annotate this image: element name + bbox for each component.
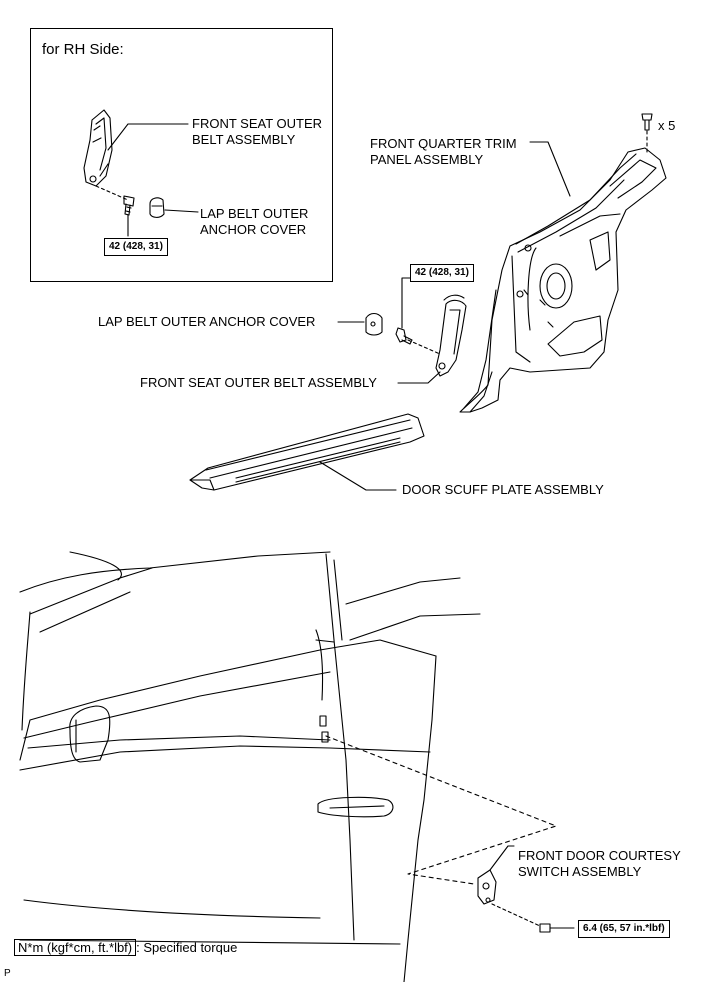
switch-screw-dashed <box>491 903 541 927</box>
rh-belt-label-line1: FRONT SEAT OUTER <box>192 116 323 131</box>
inset-title: for RH Side: <box>42 41 124 58</box>
rh-bolt-part <box>123 195 135 216</box>
belt-torque-leader <box>401 277 411 329</box>
rh-belt-label-line2: BELT ASSEMBLY <box>192 132 296 147</box>
front-belt-assembly-part <box>435 294 467 377</box>
courtesy-switch-part <box>477 869 497 905</box>
front-belt-dashed <box>407 339 441 355</box>
lap-cover-label: LAP BELT OUTER ANCHOR COVER <box>98 314 316 329</box>
switch-screw-part <box>539 923 575 933</box>
courtesy-label-line1: FRONT DOOR COURTESY <box>518 848 681 863</box>
rh-cover-label-line2: ANCHOR COVER <box>200 222 307 237</box>
torque-legend: N*m (kgf*cm, ft.*lbf): Specified torque <box>14 939 238 956</box>
front-belt-label: FRONT SEAT OUTER BELT ASSEMBLY <box>140 375 377 390</box>
scuff-leader <box>319 461 397 491</box>
quarter-screw-part <box>641 113 653 131</box>
rh-belt-assembly-part <box>83 109 113 187</box>
quarter-leader <box>529 141 571 197</box>
switch-screw-torque: 6.4 (65, 57 in.*lbf) <box>578 920 670 938</box>
car-door-part <box>19 551 481 982</box>
courtesy-label-line2: SWITCH ASSEMBLY <box>518 864 642 879</box>
quarter-trim-panel-part <box>459 147 667 413</box>
door-scuff-plate-part <box>189 413 425 491</box>
courtesy-leader <box>489 845 515 871</box>
lap-cover-part <box>365 312 383 336</box>
rh-belt-dashed <box>95 185 129 201</box>
front-belt-leader <box>397 371 441 384</box>
rh-cover-label-line1: LAP BELT OUTER <box>200 206 309 221</box>
belt-bolt-torque: 42 (428, 31) <box>410 264 474 282</box>
rh-belt-leader <box>107 123 189 151</box>
legend-units-box: N*m (kgf*cm, ft.*lbf) <box>14 939 137 956</box>
rh-anchor-cover-part <box>149 197 165 218</box>
rh-bolt-torque: 42 (428, 31) <box>104 238 168 256</box>
front-belt-bolt-part <box>395 327 413 345</box>
quarter-label-line2: PANEL ASSEMBLY <box>370 152 484 167</box>
screw-quantity: x 5 <box>658 118 676 133</box>
rh-cover-leader <box>164 209 199 213</box>
corner-mark: P <box>4 968 11 979</box>
scuff-plate-label: DOOR SCUFF PLATE ASSEMBLY <box>402 482 604 497</box>
door-switch-dashed <box>325 735 557 885</box>
quarter-label-line1: FRONT QUARTER TRIM <box>370 136 517 151</box>
legend-text: : Specified torque <box>136 940 238 955</box>
rh-side-inset <box>30 28 333 282</box>
